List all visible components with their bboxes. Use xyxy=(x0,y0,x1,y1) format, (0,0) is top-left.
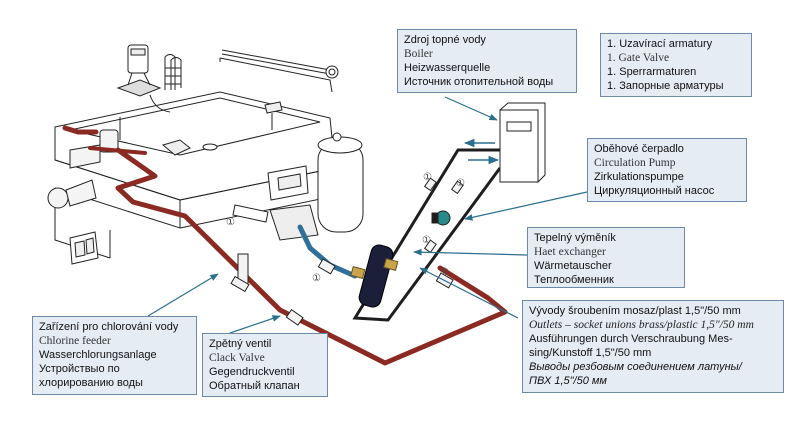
label-heat-exchanger-cz: Tepelný výměník xyxy=(534,232,616,244)
pool-cleaner-icon xyxy=(161,101,283,156)
pool-cover-roller-icon xyxy=(221,49,339,79)
leader-lines xyxy=(147,96,588,334)
pool-ladder-icon xyxy=(164,54,182,90)
label-check-valve-en: Clack Valve xyxy=(209,352,265,364)
heat-exchanger-icon xyxy=(350,244,399,308)
gate-valve-markers: ① ① ① ① ① ① xyxy=(226,172,465,284)
label-heat-exchanger-de: Wärmetauscher xyxy=(534,260,612,272)
label-check-valve-cz: Zpětný ventil xyxy=(209,338,272,350)
label-heat-exchanger: Tepelný výměník Haet exchanger Wärmetaus… xyxy=(527,227,685,288)
label-heating-source: Zdroj topné vody Boiler Heizwasserquelle… xyxy=(397,29,577,93)
label-chlorine-feeder-en: Chlorine feeder xyxy=(39,335,111,347)
circulation-pump-icon xyxy=(431,210,451,226)
label-outlets-cz: Vývody šroubením mosaz/plast 1,5"/50 mm xyxy=(529,305,741,317)
label-check-valve-de: Gegendruckventil xyxy=(209,366,295,378)
gate-valve-marker: ① xyxy=(312,273,321,284)
label-gate-valve-ru: 1. Запорные арматуры xyxy=(607,80,724,92)
label-heat-exchanger-en: Haet exchanger xyxy=(534,246,606,258)
sand-filter-icon xyxy=(232,132,364,241)
label-heating-source-de: Heizwasserquelle xyxy=(404,62,491,74)
gate-valve-marker: ① xyxy=(423,172,432,183)
label-heating-source-ru: Источник отопительной воды xyxy=(404,76,554,88)
label-circulation-pump: Oběhové čerpadlo Circulation Pump Zirkul… xyxy=(587,138,747,202)
gate-valve-marker: ① xyxy=(422,235,431,246)
label-gate-valve-de: 1. Sperrarmaturen xyxy=(607,66,697,78)
label-gate-valve-en: 1. Gate Valve xyxy=(607,52,670,64)
control-box-icon xyxy=(69,231,99,265)
filtered-water-pipe xyxy=(297,224,358,279)
flow-direction-arrows xyxy=(463,138,500,165)
label-outlets-en: Outlets – socket unions brass/plastic 1,… xyxy=(529,319,754,331)
boiler-icon xyxy=(499,102,546,183)
label-chlorine-feeder: Zařízení pro chlorování vody Chlorine fe… xyxy=(32,316,197,395)
label-outlets-ru-1: Выводы резбовым соединением латуны/ xyxy=(529,361,742,373)
label-outlets: Vývody šroubením mosaz/plast 1,5"/50 mm … xyxy=(522,300,784,393)
label-gate-valve: 1. Uzavírací armatury 1. Gate Valve 1. S… xyxy=(600,33,752,97)
gate-valve-marker: ① xyxy=(440,267,449,278)
label-outlets-de-1: Ausführungen durch Verschraubung Mes- xyxy=(529,333,733,345)
label-circulation-pump-de: Zirkulationspumpe xyxy=(594,171,684,183)
label-chlorine-feeder-de: Wasserchlorungsanlage xyxy=(39,349,157,361)
dosing-device-icon xyxy=(116,44,171,113)
label-check-valve-ru: Обратный клапан xyxy=(209,380,300,392)
label-check-valve: Zpětný ventil Clack Valve Gegendruckvent… xyxy=(202,333,328,397)
label-chlorine-feeder-cz: Zařízení pro chlorování vody xyxy=(39,321,179,333)
label-circulation-pump-ru: Циркуляционный насос xyxy=(594,185,715,197)
label-chlorine-feeder-ru-2: хлорированию воды xyxy=(39,377,143,389)
label-outlets-ru-2: ПВХ 1,5"/50 мм xyxy=(529,375,607,387)
label-heating-source-cz: Zdroj topné vody xyxy=(404,34,486,46)
pool-water-pipes xyxy=(62,125,508,366)
gate-valve-marker: ① xyxy=(456,178,465,189)
label-circulation-pump-cz: Oběhové čerpadlo xyxy=(594,143,684,155)
gate-valve-marker: ① xyxy=(226,217,235,228)
pool-pump-icon xyxy=(47,129,119,209)
label-circulation-pump-en: Circulation Pump xyxy=(594,157,676,169)
label-chlorine-feeder-ru-1: Устройствыо по xyxy=(39,363,120,375)
label-heating-source-en: Boiler xyxy=(404,48,433,60)
label-heat-exchanger-ru: Теплообменник xyxy=(534,274,614,286)
label-outlets-de-2: sing/Kunstoff 1,5"/50 mm xyxy=(529,347,652,359)
label-gate-valve-cz: 1. Uzavírací armatury xyxy=(607,38,713,50)
